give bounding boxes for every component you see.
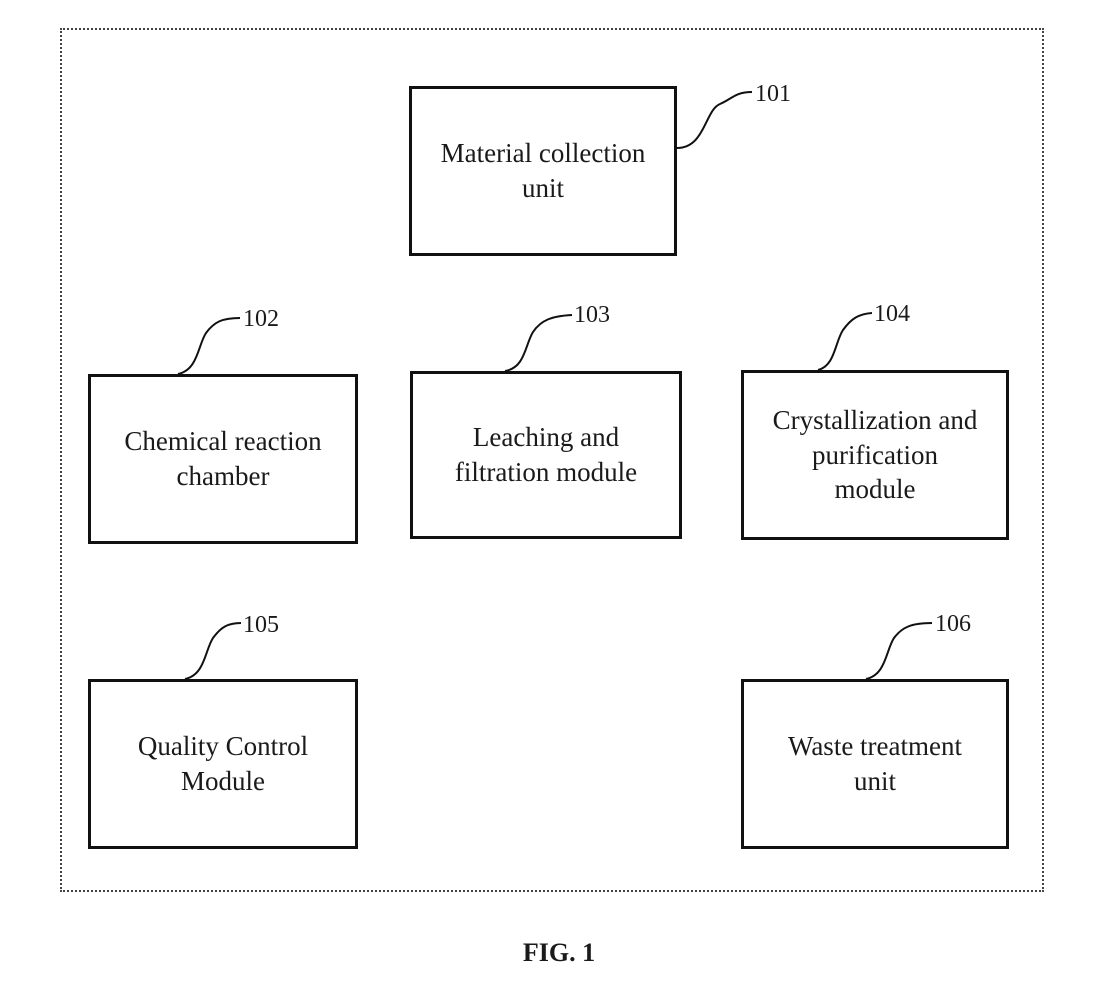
material-collection-unit-block: Material collection unit xyxy=(409,86,677,256)
waste-treatment-unit-block: Waste treatment unit xyxy=(741,679,1009,849)
reference-numeral-104: 104 xyxy=(874,302,910,326)
reference-numeral-102: 102 xyxy=(243,307,279,331)
quality-control-module-block: Quality Control Module xyxy=(88,679,358,849)
chemical-reaction-chamber-block: Chemical reaction chamber xyxy=(88,374,358,544)
crystallization-purification-module-block: Crystallization and purification module xyxy=(741,370,1009,540)
figure-caption: FIG. 1 xyxy=(0,938,1118,968)
leaching-filtration-module-block: Leaching and filtration module xyxy=(410,371,682,539)
reference-numeral-106: 106 xyxy=(935,612,971,636)
reference-numeral-105: 105 xyxy=(243,613,279,637)
reference-numeral-101: 101 xyxy=(755,82,791,106)
reference-numeral-103: 103 xyxy=(574,303,610,327)
